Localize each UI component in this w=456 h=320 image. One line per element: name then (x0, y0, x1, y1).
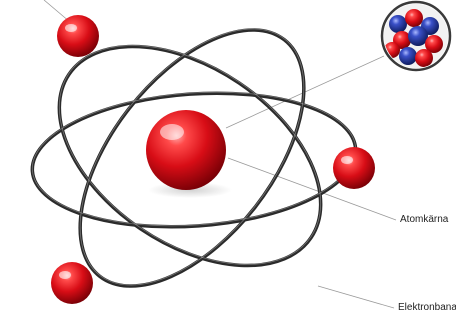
nucleus-label: Atomkärna (400, 214, 448, 225)
leader-line-orbit (318, 286, 394, 308)
nucleus-highlight (160, 124, 184, 140)
electron-bottom-left (51, 262, 93, 304)
electron-right (333, 147, 375, 189)
orbit-label: Elektronbana (398, 302, 456, 313)
nucleus-sphere (146, 110, 226, 190)
nucleus-inset (382, 2, 450, 70)
electron-top-left (57, 15, 99, 57)
